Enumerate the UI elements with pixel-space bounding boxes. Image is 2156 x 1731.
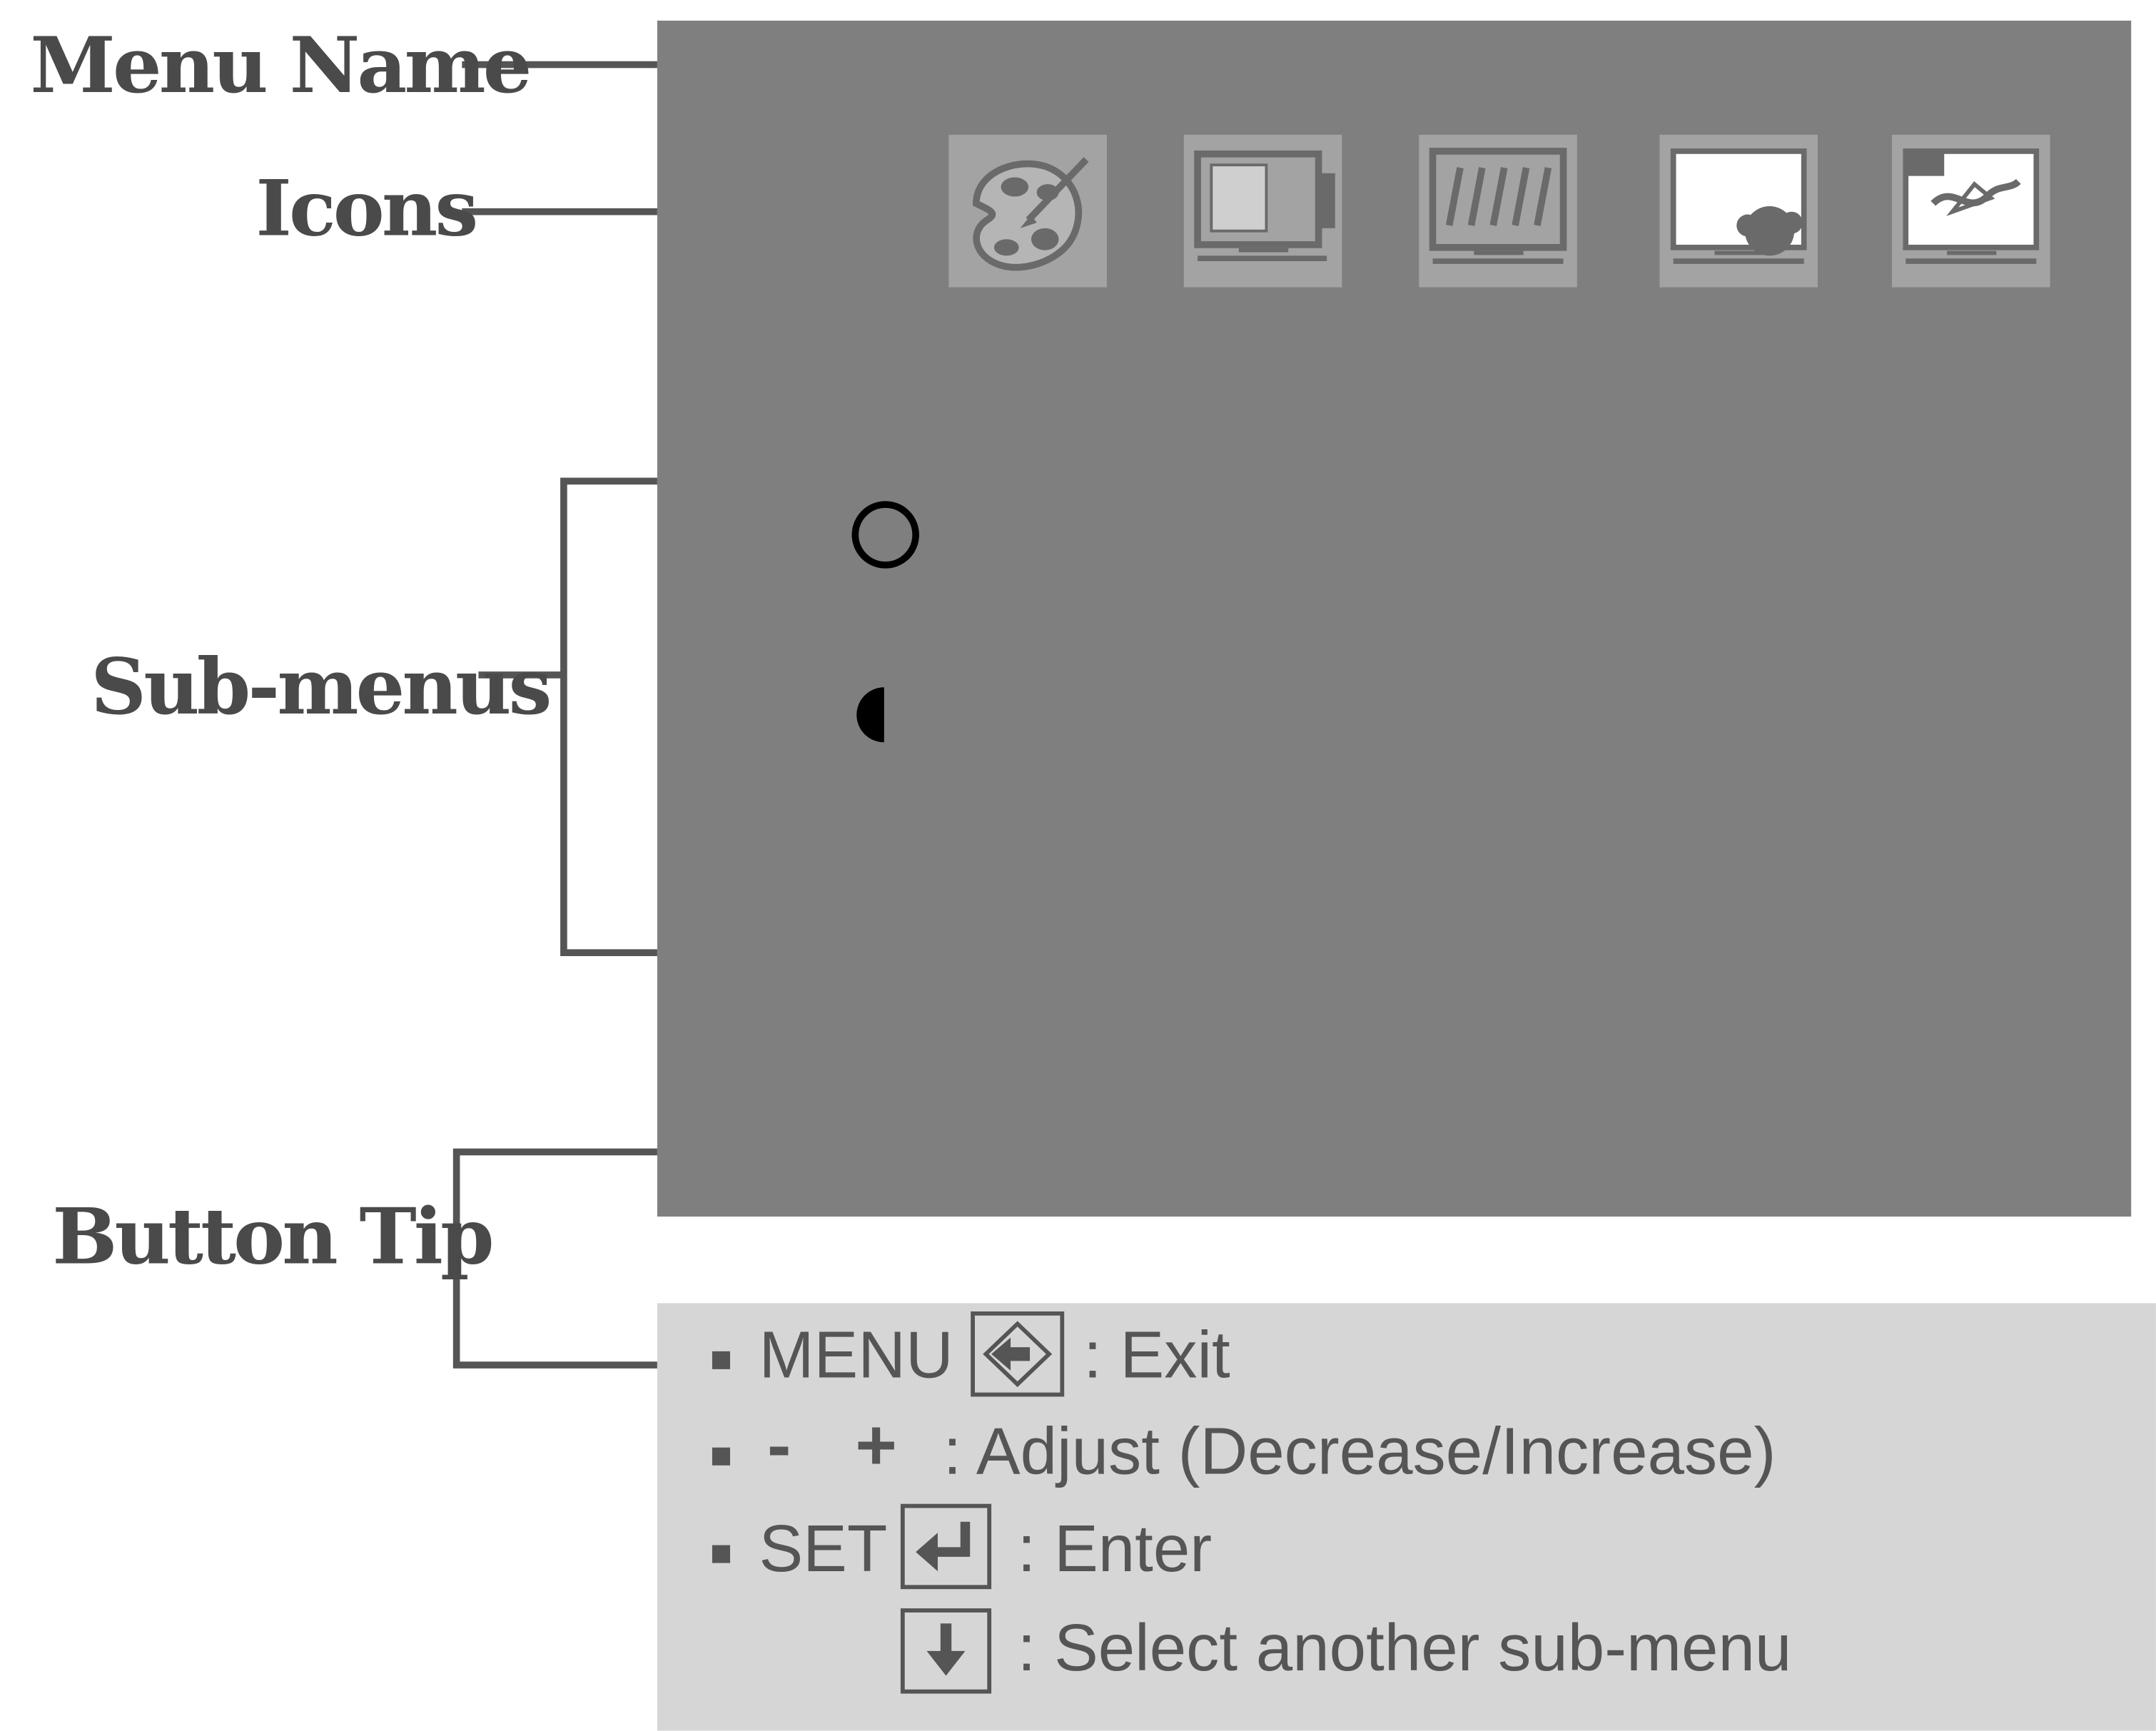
bullet <box>712 1351 731 1369</box>
button-tip-panel <box>657 1303 2156 1731</box>
monitor-tracking-icon[interactable] <box>1419 134 1577 288</box>
bullet <box>712 1447 731 1466</box>
minus-key-label: - <box>767 1406 791 1486</box>
exit-description: : Exit <box>1083 1319 1230 1393</box>
select-submenu-description: : Select another sub-menu <box>1017 1612 1792 1686</box>
half-circle-icon <box>856 687 884 743</box>
bullet <box>712 1545 731 1563</box>
hollow-circle-icon <box>851 501 919 569</box>
enter-description: : Enter <box>1017 1513 1213 1587</box>
button-tip-label: Button Tip <box>52 1192 494 1283</box>
icons-label: Icons <box>255 163 478 255</box>
down-arrow-icon <box>900 1608 992 1694</box>
osd-menu-panel <box>657 20 2132 1217</box>
set-key-label: SET <box>759 1513 888 1587</box>
sub-menus-label: Sub-menus <box>91 641 552 733</box>
plus-key-label: + <box>855 1406 897 1486</box>
sub-menus-bracket <box>560 477 657 956</box>
monitor-position-icon[interactable] <box>1183 134 1342 288</box>
exit-arrow-icon <box>971 1311 1065 1397</box>
menu-name-label: Menu Name <box>30 20 532 112</box>
monitor-picture-icon[interactable] <box>1659 134 1818 288</box>
adjust-description: : Adjust (Decrease/Increase) <box>943 1416 1776 1489</box>
monitor-setup-icon[interactable] <box>1892 134 2050 288</box>
button-tip-bracket <box>452 1148 657 1369</box>
menu-key-label: MENU <box>759 1319 953 1393</box>
enter-arrow-icon <box>900 1503 992 1590</box>
palette-icon[interactable] <box>948 134 1107 288</box>
